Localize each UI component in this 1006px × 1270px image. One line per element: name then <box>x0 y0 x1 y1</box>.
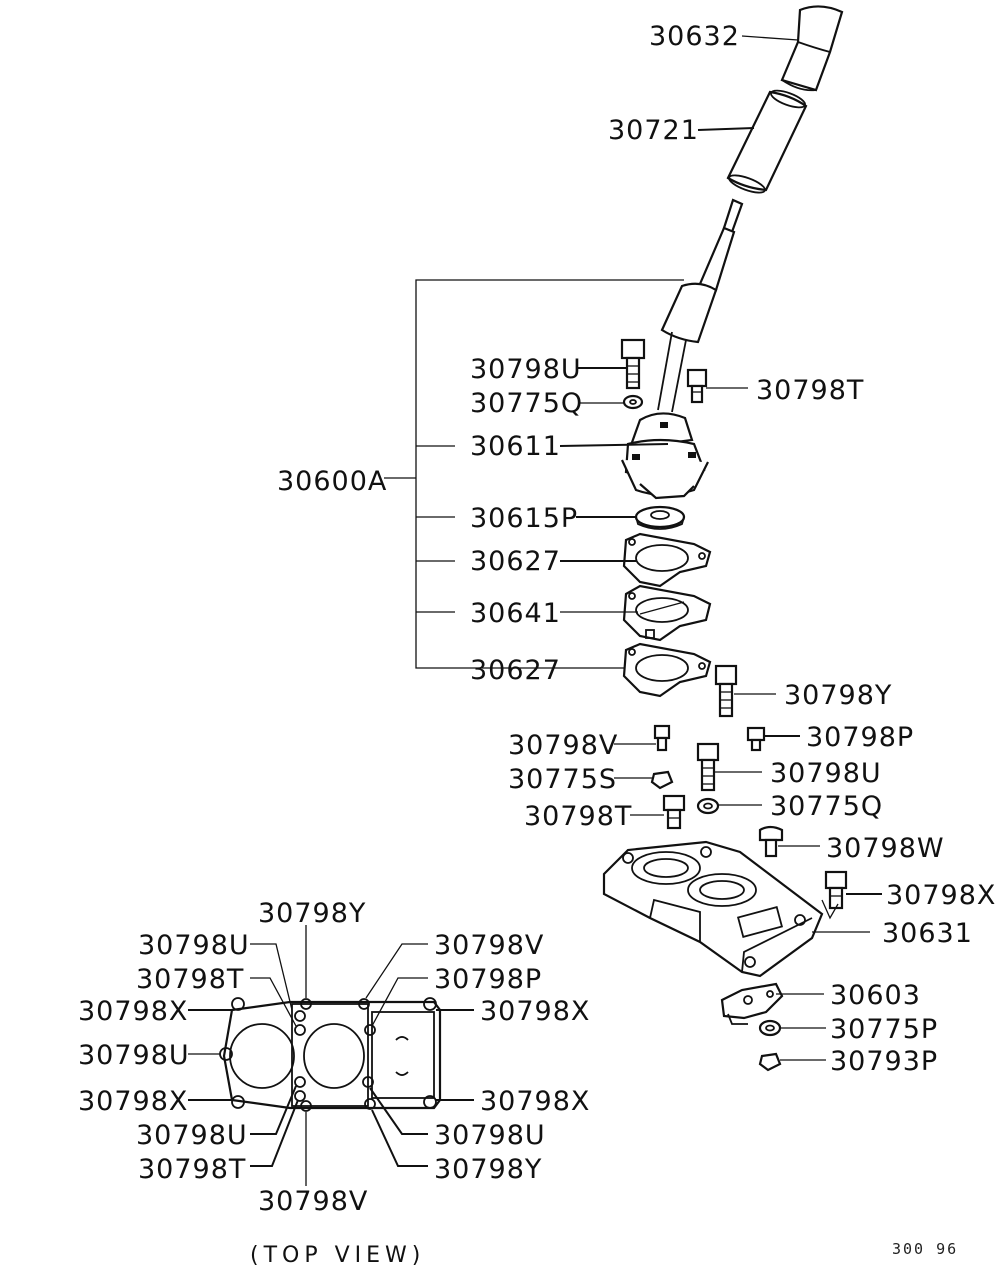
bolt-30798W <box>758 825 784 858</box>
nut-30775S <box>650 770 674 790</box>
view-note: (TOP VIEW) <box>250 1243 425 1268</box>
bolt-30798T-upper <box>686 368 708 404</box>
gasket-30627-upper <box>622 532 712 588</box>
tv-label-x-r2: 30798X <box>480 1086 590 1117</box>
hole-u-tl <box>294 1024 306 1036</box>
drawing-code: 300 96 <box>892 1240 958 1258</box>
top-view-leaders <box>188 925 474 1186</box>
tv-label-y-top: 30798Y <box>258 898 366 929</box>
label-30775S: 30775S <box>508 764 617 795</box>
gasket-30627-lower <box>622 642 712 698</box>
label-30798T-upper: 30798T <box>756 375 864 406</box>
tv-label-u-br: 30798U <box>434 1120 546 1151</box>
label-30611: 30611 <box>470 431 561 462</box>
hole-y-top <box>300 998 312 1010</box>
hole-t-tl <box>294 1010 306 1022</box>
tv-label-t-tl: 30798T <box>136 964 244 995</box>
label-30603: 30603 <box>830 980 921 1011</box>
tv-label-x-l2: 30798X <box>78 1086 188 1117</box>
hole-x-r1 <box>423 997 437 1011</box>
tv-label-y-br: 30798Y <box>434 1154 542 1185</box>
leader-30798X-tip <box>821 899 839 920</box>
label-30632: 30632 <box>649 21 740 52</box>
tv-label-p-tr: 30798P <box>434 964 542 995</box>
hole-x-r2 <box>423 1095 437 1109</box>
plate-30641 <box>622 584 712 642</box>
tv-label-v-tr: 30798V <box>434 930 544 961</box>
hole-t-bl <box>294 1090 306 1102</box>
seat-30615P <box>634 505 686 530</box>
hole-u-bl <box>294 1076 306 1088</box>
leader-30721 <box>697 127 755 131</box>
shift-lever <box>657 198 744 413</box>
leader-30611 <box>559 443 669 447</box>
hole-p-tr <box>364 1024 376 1036</box>
housing-30631 <box>602 840 824 978</box>
label-30631: 30631 <box>882 918 973 949</box>
label-30775P: 30775P <box>830 1014 938 1045</box>
label-30798P: 30798P <box>806 722 914 753</box>
label-30798Y: 30798Y <box>784 680 892 711</box>
label-30798U-upper: 30798U <box>470 354 582 385</box>
label-30775Q-upper: 30775Q <box>470 388 583 419</box>
nut-30793P <box>758 1052 782 1072</box>
washer-30775Q-middle <box>696 797 720 815</box>
bolt-30798T-middle <box>662 794 686 830</box>
label-30798W: 30798W <box>826 833 945 864</box>
top-view-plate <box>219 997 442 1112</box>
hole-x-l2 <box>231 1095 245 1109</box>
label-30641: 30641 <box>470 598 561 629</box>
hole-x-l1 <box>231 997 245 1011</box>
label-30627-upper: 30627 <box>470 546 561 577</box>
hole-v-bottom <box>300 1100 312 1112</box>
tv-label-x-r1: 30798X <box>480 996 590 1027</box>
bolt-30798Y <box>714 664 738 718</box>
bracket-30603 <box>720 982 784 1025</box>
label-30627-lower: 30627 <box>470 655 561 686</box>
leader-30632 <box>741 35 799 41</box>
label-30793P: 30793P <box>830 1046 938 1077</box>
label-30798T-middle: 30798T <box>524 801 632 832</box>
label-30798X: 30798X <box>886 880 996 911</box>
tv-label-u-bl: 30798U <box>136 1120 248 1151</box>
label-30721: 30721 <box>608 115 699 146</box>
label-30775Q-middle: 30775Q <box>770 791 883 822</box>
label-30798U-middle: 30798U <box>770 758 882 789</box>
washer-30775P <box>758 1019 782 1037</box>
tv-label-t-bl: 30798T <box>138 1154 246 1185</box>
bolt-30798X <box>824 870 848 910</box>
washer-30775Q-upper <box>622 394 644 410</box>
bolt-30798U-middle <box>696 742 720 792</box>
lever-housing-30611 <box>621 412 709 500</box>
assembly-label: 30600A <box>277 466 387 497</box>
tv-label-v-bottom: 30798V <box>258 1186 368 1217</box>
tv-label-u-tl: 30798U <box>138 930 250 961</box>
lever-boot <box>726 89 808 194</box>
label-30615P: 30615P <box>470 503 578 534</box>
assembly-bracket <box>384 279 684 669</box>
bolt-30798U-upper <box>620 338 646 390</box>
bolt-30798P <box>746 726 766 752</box>
shift-knob <box>780 5 844 92</box>
hole-u-br <box>362 1076 374 1088</box>
tv-label-x-l1: 30798X <box>78 996 188 1027</box>
bolt-30798V <box>653 724 671 752</box>
hole-y-br <box>364 1098 376 1110</box>
hole-v-tr <box>358 998 370 1010</box>
tv-label-u-l: 30798U <box>78 1040 190 1071</box>
label-30798V: 30798V <box>508 730 618 761</box>
